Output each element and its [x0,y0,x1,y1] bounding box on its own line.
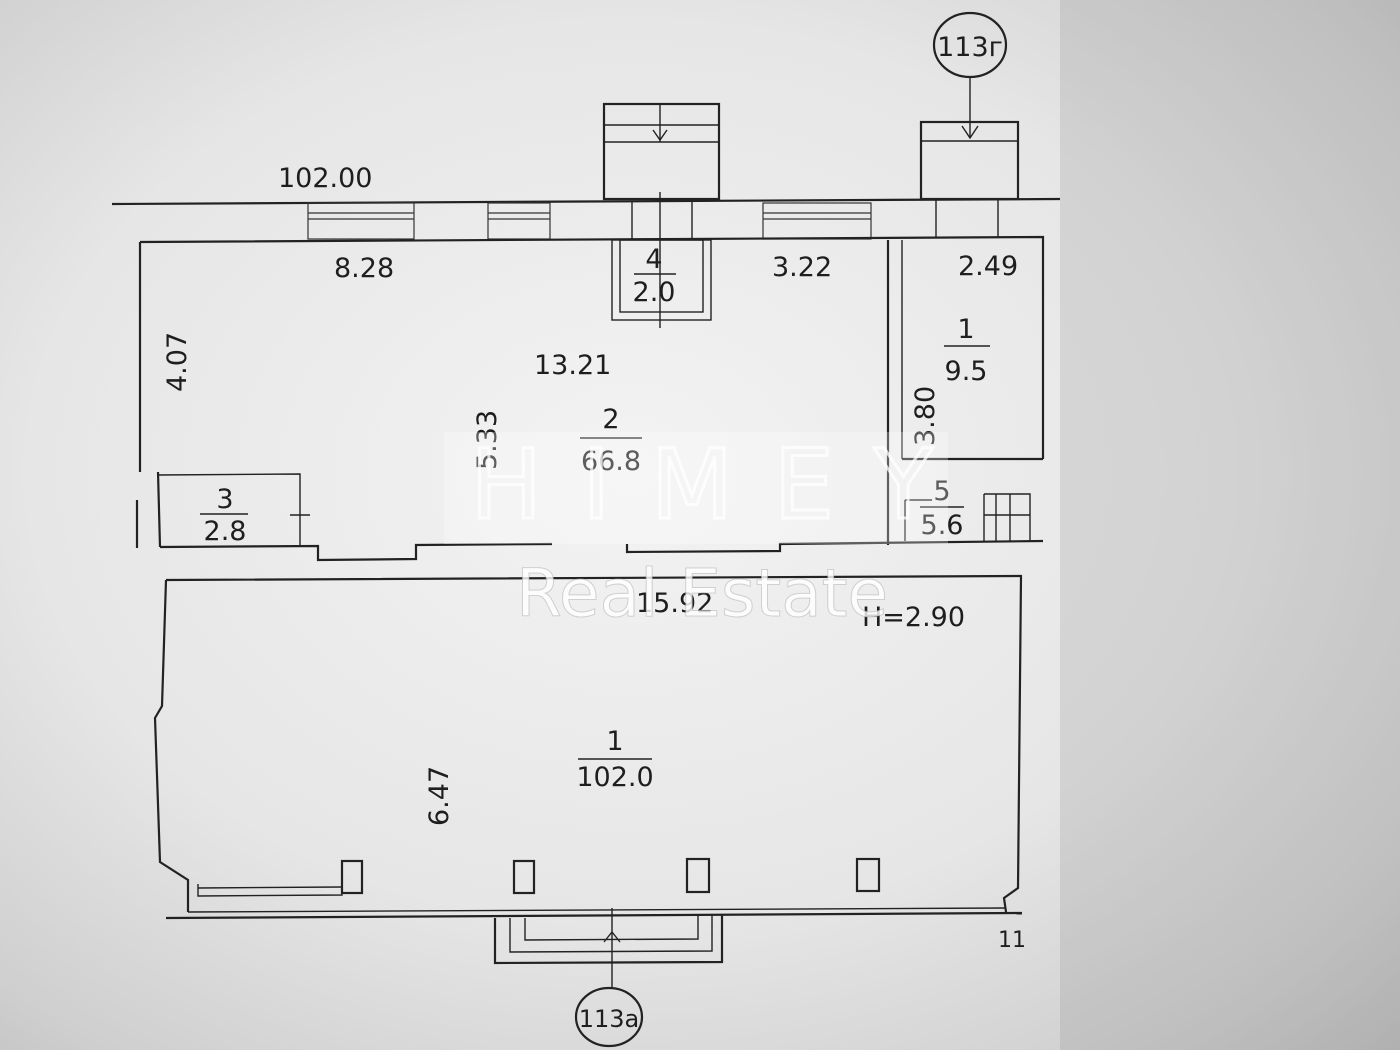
dim-inner-height: 5.33 [472,410,503,470]
porch-top-right [919,120,1020,201]
axis-label: 11 [998,928,1026,953]
dim-top-middle: 3.22 [772,252,832,283]
lower-dim-height: 6.47 [424,766,455,826]
marker-top: 113г [932,11,1008,140]
windows-top [307,200,999,240]
lower-ceiling-height: H=2.90 [862,602,965,633]
svg-text:9.5: 9.5 [945,356,988,387]
watermark-brand: HIMEY [470,429,973,541]
upper-floor [135,192,1045,562]
overall-dimension: 102.00 [278,163,372,194]
svg-text:4: 4 [645,244,662,275]
overall-dimension-line: 102.00 [111,163,1061,206]
room-5-label: 5 5.6 [920,476,964,541]
marker-top-label: 113г [937,32,1003,63]
room-3-label: 3 2.8 [200,484,248,547]
marker-bottom-label: 113а [579,1005,640,1033]
room-2-label: 2 66.8 [580,404,642,477]
lower-dim-width: 15.92 [636,588,713,619]
svg-text:2: 2 [602,404,619,435]
room-1-lower-label: 1 102.0 [576,726,653,793]
room-1-upper-label: 1 9.5 [944,314,990,387]
svg-text:1: 1 [606,726,623,757]
dim-main-width: 13.21 [534,350,611,381]
svg-text:66.8: 66.8 [581,446,641,477]
porch-top-left [602,102,721,201]
svg-text:5.6: 5.6 [921,510,964,541]
watermark: HIMEY Real Estate [444,428,973,633]
svg-text:3: 3 [216,484,233,515]
dim-top-right: 2.49 [958,251,1018,282]
screen-shadow [1060,0,1400,1050]
dim-right-room-height: 3.80 [910,386,941,446]
marker-bottom: 113а [574,986,644,1048]
room-4-label: 4 2.0 [633,244,676,308]
svg-text:2.0: 2.0 [633,277,676,308]
lower-floor [153,574,1023,988]
svg-text:2.8: 2.8 [204,516,247,547]
dim-left-height: 4.07 [162,332,193,392]
watermark-tagline: Real Estate [516,555,888,632]
svg-text:1: 1 [957,314,974,345]
svg-text:102.0: 102.0 [576,762,653,793]
dim-top-left: 8.28 [334,253,394,284]
svg-text:5: 5 [933,476,950,507]
